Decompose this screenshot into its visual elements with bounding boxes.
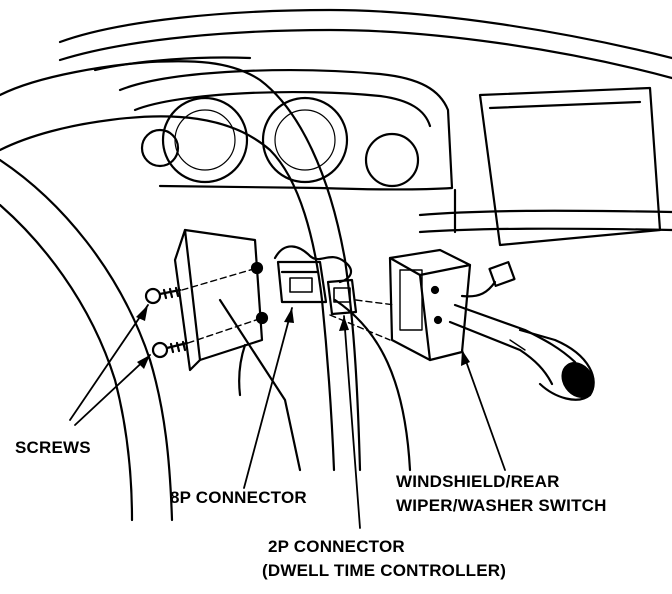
- speedometer-gauge: [161, 96, 249, 184]
- label-screws: SCREWS: [15, 438, 91, 457]
- small-gauge-left: [140, 128, 180, 168]
- screw-lower: [151, 340, 189, 359]
- label-switch-line2: WIPER/WASHER SWITCH: [396, 496, 607, 515]
- label-switch-line1: WINDSHIELD/REAR: [396, 472, 560, 491]
- leader-screws-upper: [69, 304, 149, 421]
- screw-hole-lower: [255, 311, 269, 325]
- dash-panel-right: [478, 86, 662, 247]
- column-cover: [173, 228, 269, 397]
- arrowheads: [136, 305, 470, 369]
- instrument-panel: [58, 8, 672, 247]
- leader-screws-lower: [74, 354, 151, 426]
- tachometer-gauge: [261, 96, 349, 184]
- wiper-switch-body: [388, 248, 516, 362]
- label-2p-connector-sub: (DWELL TIME CONTROLLER): [262, 561, 507, 580]
- label-2p-connector: 2P CONNECTOR: [268, 537, 405, 556]
- leader-2p: [343, 315, 361, 529]
- small-gauge: [364, 132, 420, 188]
- connector-8p-body: [273, 245, 347, 304]
- assembly-guide-lines: [181, 267, 396, 344]
- label-8p-connector: 8P CONNECTOR: [170, 488, 307, 507]
- screw-upper: [144, 286, 182, 305]
- leader-switch: [461, 349, 506, 471]
- connector-2p-body: [326, 260, 358, 316]
- screw-hole-upper: [250, 261, 264, 275]
- leader-8p: [243, 307, 293, 489]
- wiper-lever: [448, 303, 595, 401]
- leader-lines: [69, 304, 506, 529]
